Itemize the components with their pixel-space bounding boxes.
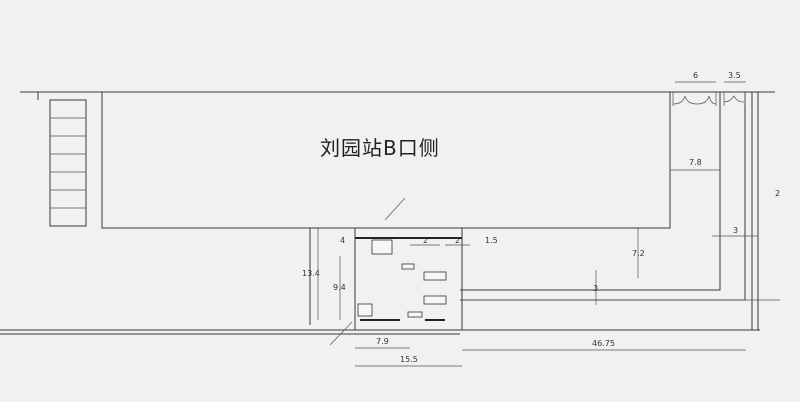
- dim-right-gap: 3: [733, 226, 738, 235]
- dim-top-a: 2: [423, 236, 428, 245]
- dim-inner-height: 9.4: [333, 283, 346, 292]
- machine: [423, 295, 447, 305]
- booth: [357, 303, 373, 317]
- dim-door-a: 6: [693, 71, 698, 80]
- staircase: [49, 99, 87, 227]
- dim-door-b: 3.5: [728, 71, 741, 80]
- dim-lane: 3: [593, 284, 598, 293]
- dim-bottom-mid: 15.5: [400, 355, 418, 364]
- dim-side-mark: 2: [775, 189, 780, 198]
- dim-top-b: 2: [455, 236, 460, 245]
- gates: [371, 239, 393, 255]
- dim-gap-height: 7.2: [632, 249, 645, 258]
- doors: [672, 92, 746, 106]
- main-building: [101, 91, 671, 229]
- dim-top-c: 1.5: [485, 236, 498, 245]
- dim-bottom-short: 7.9: [376, 337, 389, 346]
- machine: [423, 271, 447, 281]
- corridor-walls: [460, 92, 759, 330]
- dim-corridor-width: 7.8: [689, 158, 702, 167]
- dim-top-left: 4: [340, 236, 345, 245]
- dim-bottom-long: 46.75: [592, 339, 615, 348]
- dim-left-height: 13.4: [302, 269, 320, 278]
- building-title: 刘园站B口侧: [320, 136, 440, 160]
